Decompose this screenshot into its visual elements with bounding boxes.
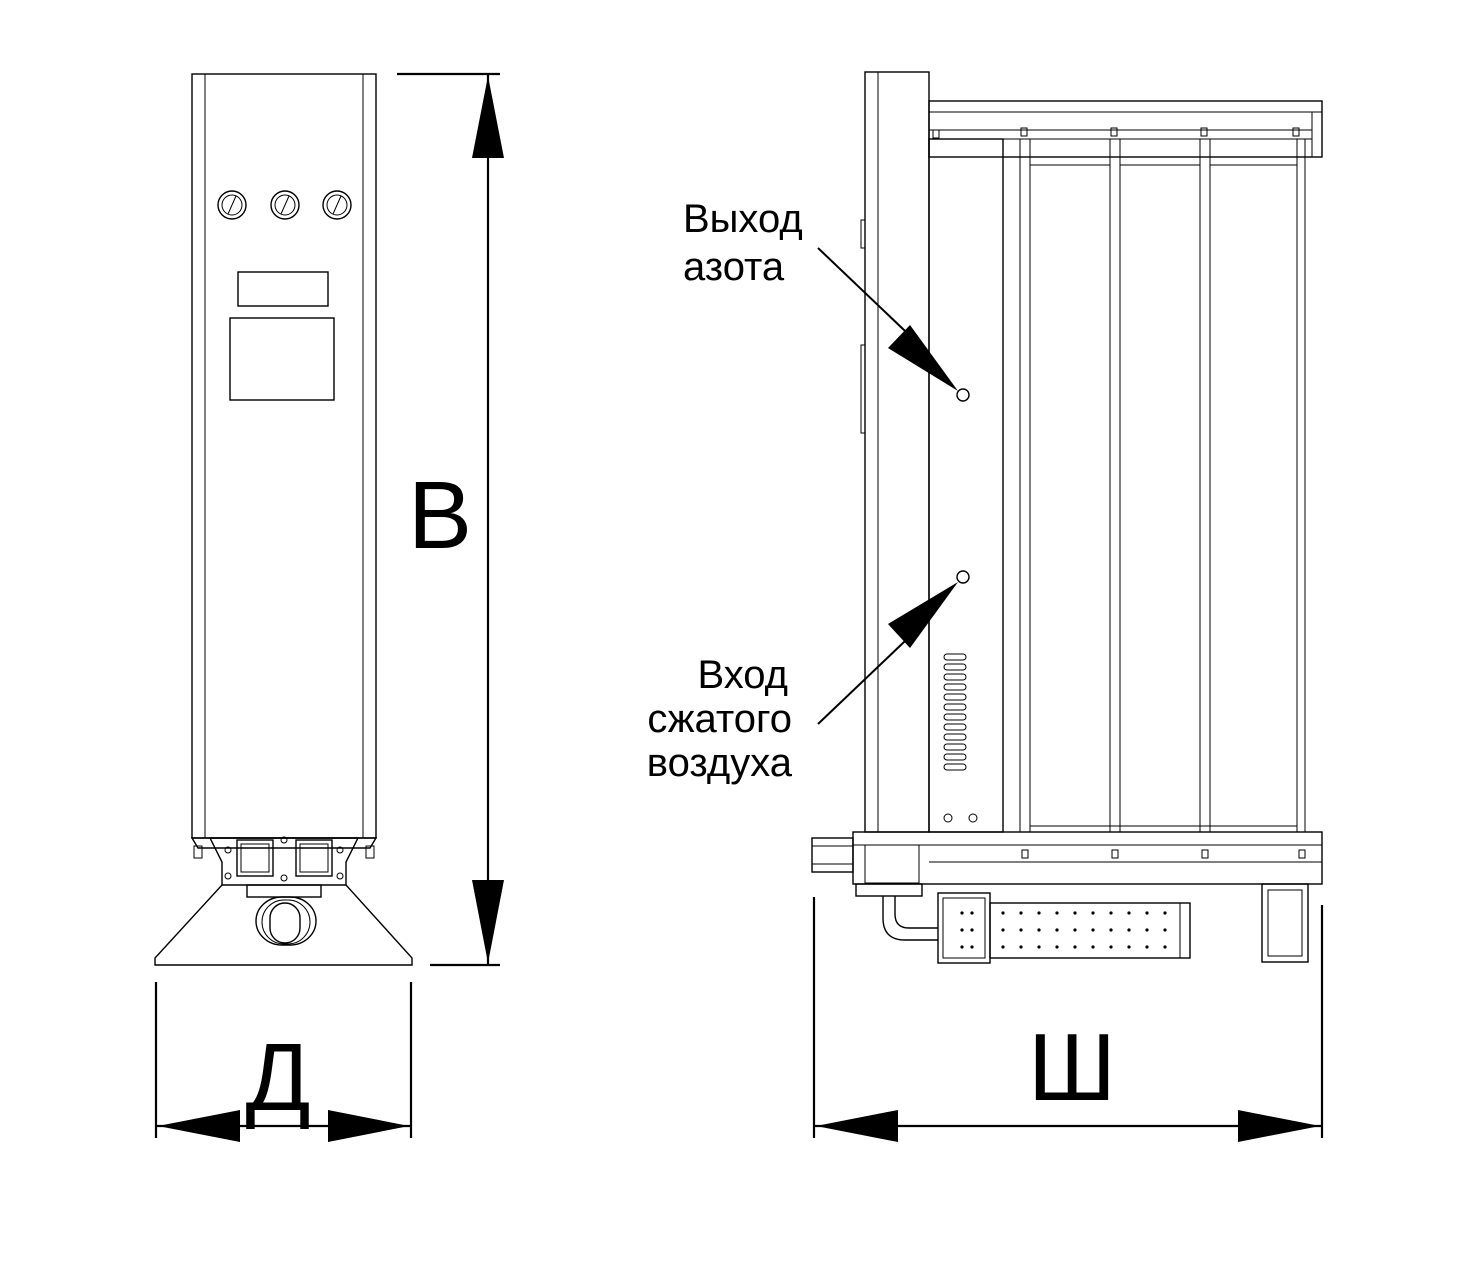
air-inlet-port — [956, 570, 970, 584]
air-inlet-callout: Вход сжатого воздуха — [647, 582, 958, 785]
height-label: В — [408, 462, 472, 569]
pressure-gauge-icon — [322, 190, 352, 220]
display-window — [237, 271, 329, 307]
height-dimension: В — [397, 72, 504, 967]
front-view — [154, 73, 413, 966]
depth-dimension: Д — [154, 982, 413, 1142]
nitrogen-outlet-label-line2: азота — [683, 245, 785, 289]
pressure-gauge-icon — [270, 190, 300, 220]
base-plate — [208, 837, 360, 886]
side-view — [811, 71, 1323, 964]
support-leg — [1261, 883, 1309, 963]
pressure-gauge-icon — [217, 190, 247, 220]
control-panel — [229, 317, 335, 401]
drain-pipe — [882, 896, 938, 941]
silencer — [960, 902, 1191, 959]
inlet-pipe — [811, 837, 854, 873]
nitrogen-outlet-port — [956, 388, 970, 402]
nitrogen-outlet-callout: Выход азота — [683, 197, 958, 391]
width-dimension: Ш — [812, 897, 1324, 1142]
air-inlet-label-line3: воздуха — [647, 741, 793, 785]
air-inlet-label-line2: сжатого — [647, 697, 792, 741]
nitrogen-outlet-label-line1: Выход — [683, 197, 803, 241]
castor-wheel-icon — [255, 896, 317, 946]
support-foot — [154, 884, 413, 966]
width-label: Ш — [1028, 1014, 1116, 1121]
depth-label: Д — [245, 1024, 310, 1131]
vent-slots — [943, 653, 967, 771]
air-inlet-label-line1: Вход — [698, 653, 789, 697]
